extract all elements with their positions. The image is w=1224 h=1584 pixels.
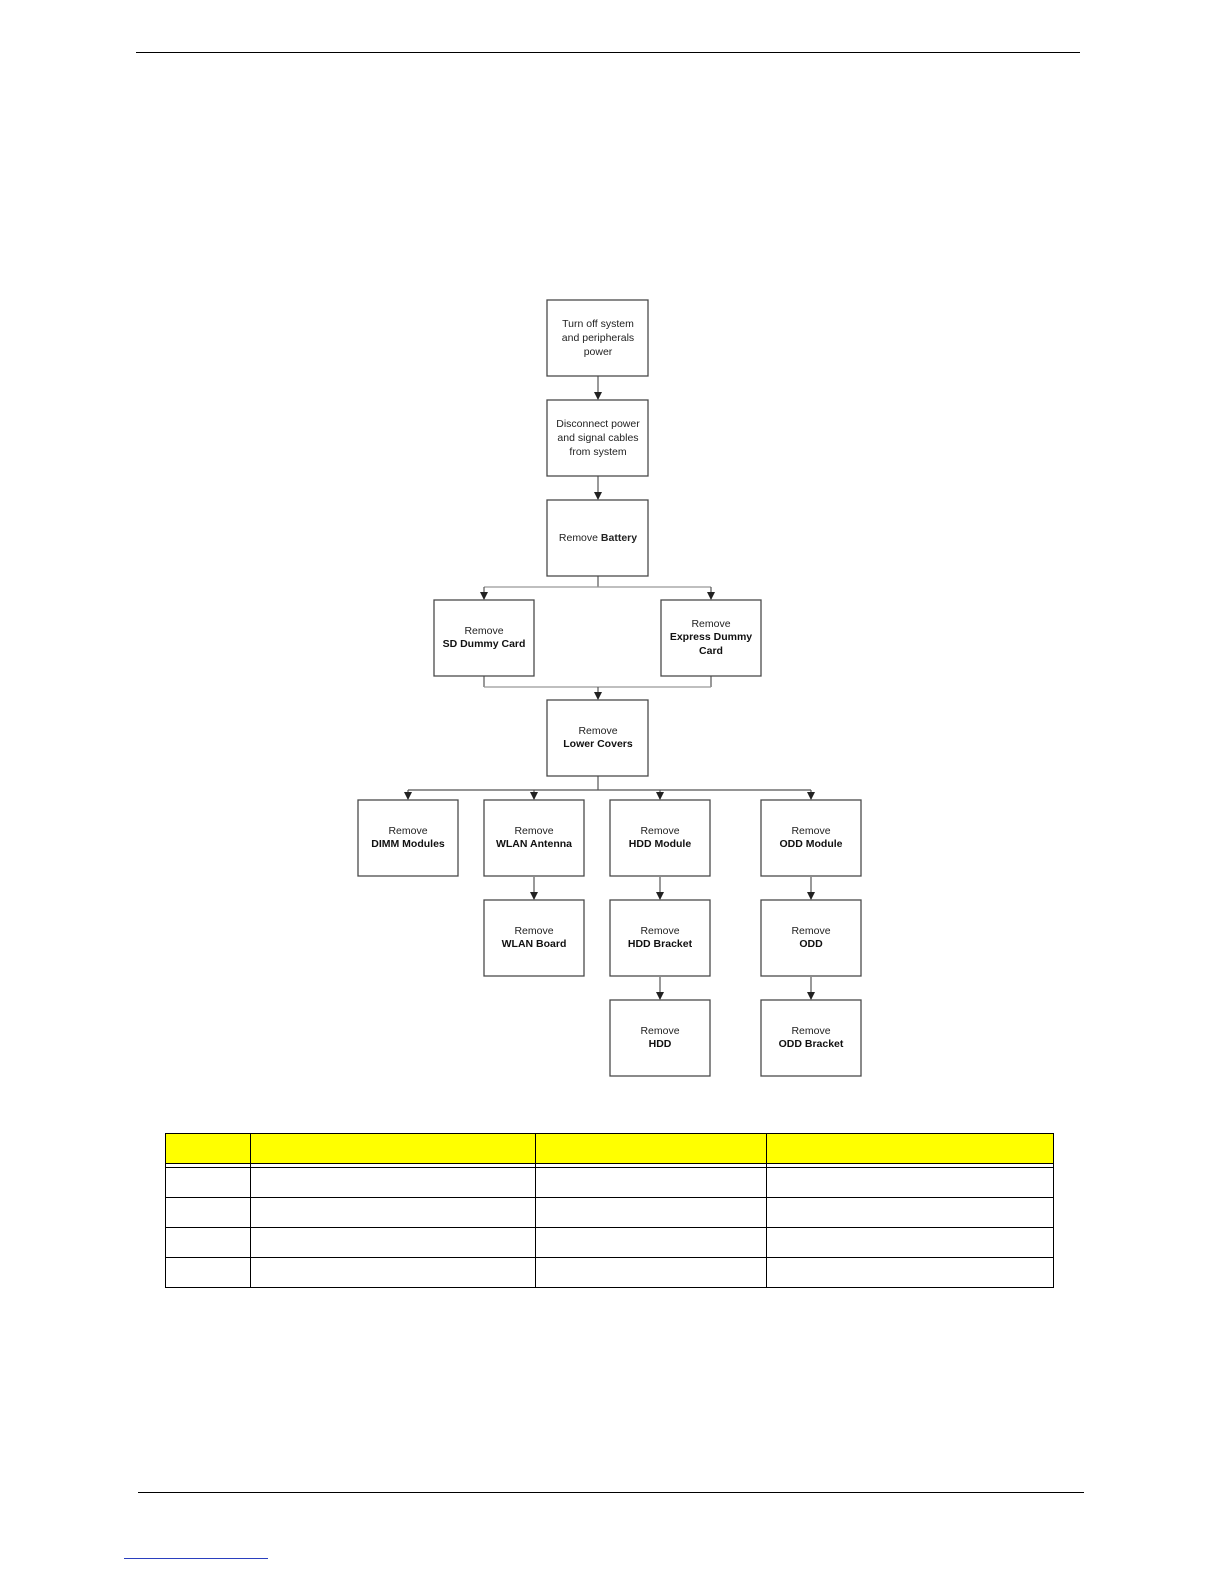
- box-remove-odd-module: Remove ODD Module: [760, 799, 862, 877]
- box-text: Remove: [691, 618, 730, 630]
- footer-link-underline: [124, 1558, 268, 1559]
- table-row: [165, 1257, 1054, 1288]
- box-text: Card: [699, 645, 723, 657]
- table-header-cell: [250, 1133, 536, 1164]
- table-cell: [766, 1257, 1054, 1288]
- box-text: Remove: [388, 825, 427, 837]
- box-text: Remove: [640, 825, 679, 837]
- table-cell: [250, 1227, 536, 1258]
- table-header-cell: [535, 1133, 767, 1164]
- table-cell: [766, 1167, 1054, 1198]
- box-text: Remove: [640, 925, 679, 937]
- box-text: Remove: [578, 725, 617, 737]
- box-remove-odd-bracket: Remove ODD Bracket: [760, 999, 862, 1077]
- box-text: ODD Bracket: [779, 1038, 844, 1050]
- box-text: WLAN Antenna: [496, 838, 572, 850]
- box-disconnect-cables: Disconnect power and signal cables from …: [546, 399, 649, 477]
- box-text: Remove: [791, 1025, 830, 1037]
- box-remove-odd: Remove ODD: [760, 899, 862, 977]
- box-text: Remove: [464, 625, 503, 637]
- box-text: ODD: [799, 938, 823, 950]
- table-cell: [165, 1197, 251, 1228]
- table-cell: [766, 1197, 1054, 1228]
- box-turn-off-system: Turn off system and peripherals power: [546, 299, 649, 377]
- flowchart-connectors: [404, 376, 815, 1000]
- header-rule: [136, 52, 1080, 53]
- box-remove-hdd-module: Remove HDD Module: [609, 799, 711, 877]
- table-row: [165, 1167, 1054, 1198]
- box-text: Disconnect power: [556, 418, 640, 430]
- box-text: power: [584, 346, 613, 358]
- table-cell: [250, 1197, 536, 1228]
- box-text: Remove: [514, 925, 553, 937]
- box-remove-wlan-board: Remove WLAN Board: [483, 899, 585, 977]
- box-text: Express Dummy: [670, 631, 752, 643]
- box-remove-wlan-antenna: Remove WLAN Antenna: [483, 799, 585, 877]
- box-text: Remove: [514, 825, 553, 837]
- box-remove-express-dummy-card: Remove Express Dummy Card: [660, 599, 762, 677]
- box-text: HDD: [649, 1038, 672, 1050]
- box-text: HDD Module: [629, 838, 692, 850]
- table-cell: [165, 1257, 251, 1288]
- box-text: Turn off system: [562, 318, 634, 330]
- box-text: and peripherals: [562, 332, 634, 344]
- table-cell: [250, 1167, 536, 1198]
- box-remove-sd-dummy-card: Remove SD Dummy Card: [433, 599, 535, 677]
- table-row: [165, 1227, 1054, 1258]
- box-text: DIMM Modules: [371, 838, 445, 850]
- table-cell: [165, 1167, 251, 1198]
- box-remove-dimm-modules: Remove DIMM Modules: [357, 799, 459, 877]
- table-cell: [535, 1227, 767, 1258]
- table-cell: [535, 1167, 767, 1198]
- table-row: [165, 1197, 1054, 1228]
- box-text: Remove Battery: [559, 532, 637, 544]
- box-text: ODD Module: [780, 838, 843, 850]
- table-cell: [250, 1257, 536, 1288]
- table-cell: [766, 1227, 1054, 1258]
- footer-rule: [138, 1492, 1084, 1493]
- box-text: Remove: [791, 925, 830, 937]
- box-text: Remove: [640, 1025, 679, 1037]
- box-remove-battery: Remove Battery: [546, 499, 649, 577]
- box-text: Lower Covers: [563, 738, 633, 750]
- table-header-row: [165, 1133, 1054, 1164]
- table-cell: [535, 1257, 767, 1288]
- box-text: HDD Bracket: [628, 938, 693, 950]
- box-text: Remove: [791, 825, 830, 837]
- table-header-cell: [766, 1133, 1054, 1164]
- box-remove-hdd: Remove HDD: [609, 999, 711, 1077]
- table-cell: [535, 1197, 767, 1228]
- box-text: from system: [569, 446, 626, 458]
- box-remove-hdd-bracket: Remove HDD Bracket: [609, 899, 711, 977]
- box-remove-lower-covers: Remove Lower Covers: [546, 699, 649, 777]
- table-header-cell: [165, 1133, 251, 1164]
- box-text: SD Dummy Card: [443, 638, 526, 650]
- table-cell: [165, 1227, 251, 1258]
- screw-list-table: [165, 1133, 1054, 1288]
- box-text: and signal cables: [557, 432, 638, 444]
- box-text: WLAN Board: [502, 938, 567, 950]
